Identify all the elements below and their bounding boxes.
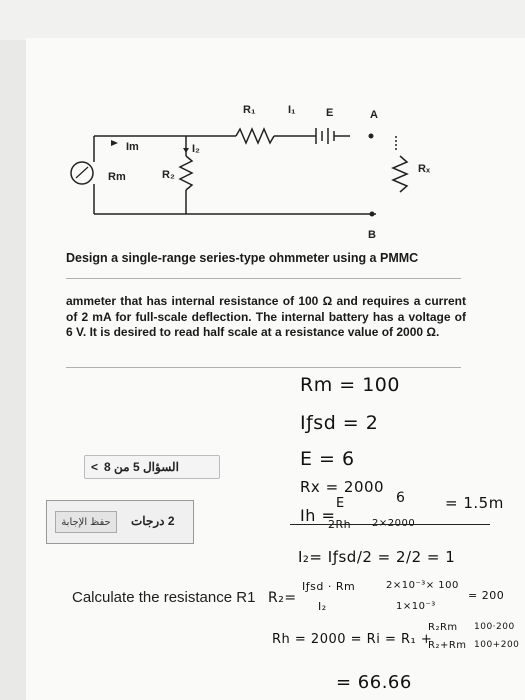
problem-title: Design a single-range series-type ohmmet…	[66, 251, 419, 265]
current-arrow	[111, 140, 118, 146]
divider	[66, 367, 461, 368]
hw-line-rh: Rh = 2000 = Ri = R₁ +	[272, 632, 433, 647]
label-rx: Rₓ	[418, 163, 431, 175]
hw-ih-frac2-num: 6	[396, 490, 406, 506]
hw-r2-num: Iƒsd · Rm	[302, 580, 356, 593]
hw-line-r2: R₂=	[268, 590, 297, 606]
hw-line-ifsd: Iƒsd = 2	[300, 412, 379, 434]
label-im: Im	[126, 141, 139, 153]
label-b: B	[368, 229, 376, 241]
hw-r2-mid-den: 1×10⁻³	[396, 601, 436, 612]
prev-question-button[interactable]: <	[91, 460, 99, 474]
label-r2: R₂	[162, 169, 175, 181]
current-arrow	[183, 148, 189, 153]
save-answer-button[interactable]: حفظ الإجابة	[55, 511, 117, 533]
grade-label: 2 درجات	[131, 514, 175, 528]
hw-rh-tail-den: 100+200	[474, 640, 520, 650]
calc-prompt: Calculate the resistance R1	[72, 589, 256, 606]
question-navigator[interactable]: < السؤال 5 من 8	[84, 455, 220, 479]
label-i2: I₂	[192, 143, 200, 155]
hw-line-i2: I₂= Iƒsd/2 = 2/2 = 1	[298, 548, 456, 566]
problem-statement: Design a single-range series-type ohmmet…	[66, 250, 466, 341]
hw-rh-num: R₂Rm	[428, 622, 458, 633]
grade-panel: حفظ الإجابة 2 درجات	[46, 500, 194, 544]
hw-line-result: = 66.66	[336, 672, 412, 693]
problem-body: ammeter that has internal resistance of …	[66, 294, 466, 340]
terminal-b	[369, 211, 375, 217]
divider	[66, 278, 461, 279]
hw-r2-den: I₂	[318, 600, 327, 613]
question-counter: السؤال 5 من 8	[104, 460, 179, 474]
hw-line-e: E = 6	[300, 448, 355, 470]
label-e: E	[326, 107, 333, 119]
label-a: A	[370, 109, 378, 121]
r1-resistor	[235, 127, 275, 145]
rx-resistor	[391, 155, 409, 193]
label-i1: I₁	[288, 104, 296, 116]
hw-r2-mid-num: 2×10⁻³× 100	[386, 580, 459, 591]
label-r1: R₁	[243, 104, 256, 116]
background-strip	[0, 0, 525, 40]
hw-ih-frac1-num: E	[336, 496, 345, 511]
hw-ih-result: = 1.5m	[445, 494, 504, 512]
r2-resistor	[178, 155, 194, 191]
hw-line-rm: Rm = 100	[300, 374, 400, 396]
meter-symbol	[70, 161, 94, 185]
circuit-diagram: R₁ I₁ E A Im I₂ Rm R₂ Rₓ B	[70, 104, 431, 241]
answer-underline	[290, 524, 490, 525]
meter-needle	[75, 166, 89, 179]
hw-rh-den: R₂+Rm	[428, 640, 467, 651]
hw-line-rx: Rx = 2000	[300, 478, 385, 496]
hw-rh-tail-num: 100·200	[474, 622, 515, 632]
hw-line-ih: Ih =	[300, 506, 336, 525]
terminal-a	[368, 133, 374, 139]
label-rm: Rm	[108, 171, 126, 183]
paper-sheet: R₁ I₁ E A Im I₂ Rm R₂ Rₓ B	[26, 38, 525, 700]
hw-ih-frac2-den: 2×2000	[372, 518, 415, 529]
hw-r2-result: = 200	[468, 589, 505, 602]
